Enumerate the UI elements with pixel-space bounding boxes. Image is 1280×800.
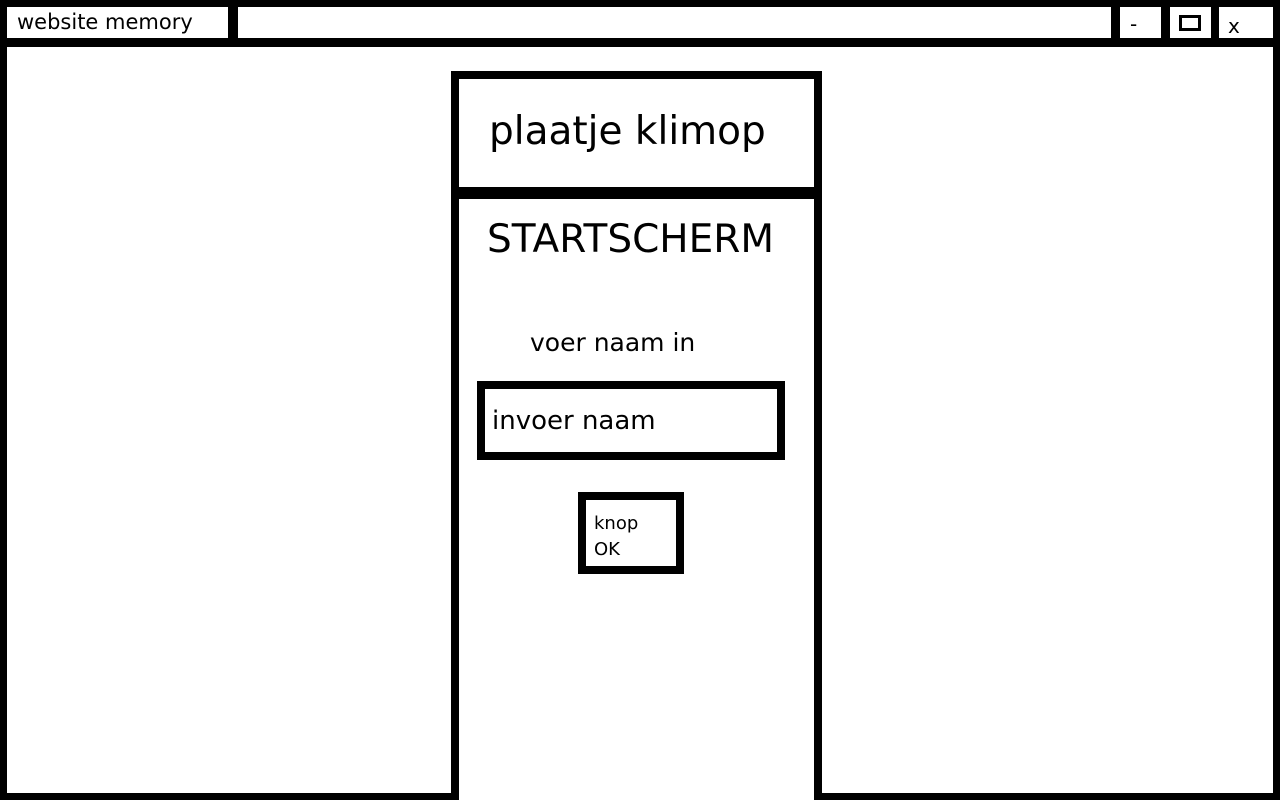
image-placeholder-label: plaatje klimop xyxy=(489,109,766,154)
ok-button[interactable]: knop OK xyxy=(586,500,676,566)
ok-button-frame: knop OK xyxy=(578,492,684,574)
maximize-button[interactable] xyxy=(1170,7,1211,38)
ok-button-label-line2: OK xyxy=(594,538,620,560)
window-title: website memory xyxy=(17,10,193,34)
name-input-frame xyxy=(477,381,785,460)
name-input[interactable] xyxy=(485,389,777,452)
start-screen: STARTSCHERM voer naam in knop OK xyxy=(459,199,814,800)
address-bar[interactable] xyxy=(238,7,1111,38)
name-prompt-label: voer naam in xyxy=(530,328,696,357)
minimize-button[interactable]: - xyxy=(1120,7,1161,38)
screen-title: STARTSCHERM xyxy=(487,217,775,262)
maximize-icon xyxy=(1179,15,1201,31)
ok-button-label-line1: knop xyxy=(594,512,639,534)
window-title-bar: website memory xyxy=(7,7,228,38)
close-button[interactable]: x xyxy=(1219,7,1273,38)
ivy-image-placeholder: plaatje klimop xyxy=(459,79,814,187)
minimize-label: - xyxy=(1130,12,1138,36)
close-label: x xyxy=(1228,14,1240,38)
